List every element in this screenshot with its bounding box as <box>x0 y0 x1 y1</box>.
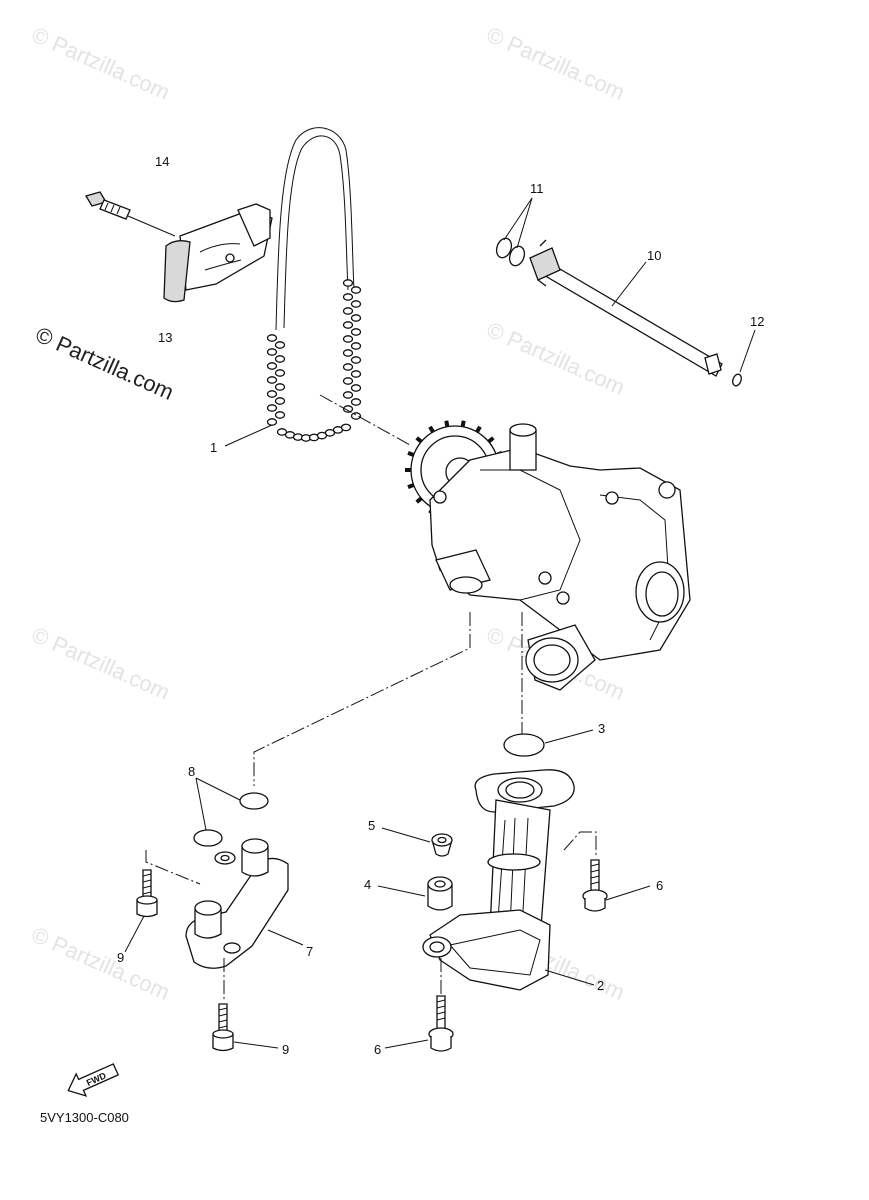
oil-strainer-2[interactable] <box>422 769 575 991</box>
sprocket-tooth <box>407 483 415 489</box>
callout-13[interactable]: 13 <box>158 330 172 345</box>
chain-link <box>274 369 286 377</box>
callout-1[interactable]: 1 <box>210 440 217 455</box>
chain-link <box>274 397 286 405</box>
callout-8[interactable]: 8 <box>188 764 195 779</box>
o-ring-3[interactable] <box>503 733 545 757</box>
cam-chain-1[interactable] <box>266 127 362 442</box>
chain-link <box>340 423 352 432</box>
chain-link <box>342 279 354 287</box>
watermark-main: © Partzilla.com <box>32 322 178 405</box>
watermark-faint: © Partzilla.com <box>28 22 174 105</box>
chain-link <box>266 418 278 426</box>
sprocket-tooth <box>475 425 482 433</box>
callout-9-lower[interactable]: 9 <box>282 1042 289 1057</box>
watermark-faint: © Partzilla.com <box>28 922 174 1005</box>
chain-links <box>266 279 362 442</box>
damper-4[interactable] <box>427 876 453 911</box>
chain-link <box>266 334 278 342</box>
chain-link <box>350 300 362 308</box>
callout-10[interactable]: 10 <box>647 248 661 263</box>
callout-6-right[interactable]: 6 <box>656 878 663 893</box>
o-rings-11[interactable] <box>494 236 527 268</box>
chain-link <box>266 362 278 370</box>
chain-link <box>266 390 278 398</box>
bolt-14[interactable] <box>85 191 131 220</box>
watermark-faint: © Partzilla.com <box>28 622 174 705</box>
oil-pump-assembly[interactable] <box>405 420 691 691</box>
bolt-9-lower[interactable] <box>212 1003 234 1052</box>
chain-link <box>350 370 362 378</box>
shaft-10[interactable] <box>529 239 723 377</box>
chain-link <box>342 405 354 413</box>
chain-link <box>342 349 354 357</box>
chain-link <box>266 404 278 412</box>
bolt-9-upper[interactable] <box>136 869 158 918</box>
chain-link <box>274 411 286 419</box>
chain-link <box>350 384 362 392</box>
callout-3[interactable]: 3 <box>598 721 605 736</box>
chain-link <box>266 348 278 356</box>
clip-12[interactable] <box>731 373 743 387</box>
chain-link <box>342 391 354 399</box>
chain-link <box>350 356 362 364</box>
callout-5[interactable]: 5 <box>368 818 375 833</box>
bolt-6-lower[interactable] <box>428 995 454 1052</box>
callout-7[interactable]: 7 <box>306 944 313 959</box>
chain-link <box>350 342 362 350</box>
sprocket-tooth <box>460 420 466 428</box>
chain-guide-13[interactable] <box>163 203 273 303</box>
sprocket-tooth <box>487 436 495 444</box>
callout-9-upper[interactable]: 9 <box>117 950 124 965</box>
fwd-arrow-icon: FWD <box>67 1063 120 1097</box>
o-rings-8[interactable] <box>193 792 269 847</box>
chain-link <box>324 428 336 437</box>
chain-link <box>274 355 286 363</box>
callout-14[interactable]: 14 <box>155 154 169 169</box>
callout-4[interactable]: 4 <box>364 877 371 892</box>
chain-link <box>274 341 286 349</box>
chain-link <box>274 383 286 391</box>
callout-6-lower[interactable]: 6 <box>374 1042 381 1057</box>
watermark-faint: © Partzilla.com <box>483 317 629 400</box>
sprocket-tooth <box>407 451 415 457</box>
callout-11[interactable]: 11 <box>530 181 544 196</box>
chain-link <box>350 314 362 322</box>
sprocket-tooth <box>415 436 423 444</box>
fwd-label: FWD <box>85 1070 108 1088</box>
chain-link <box>276 428 288 436</box>
chain-link <box>350 398 362 406</box>
chain-link <box>342 307 354 315</box>
collar-5[interactable] <box>431 833 453 857</box>
chain-link <box>342 363 354 371</box>
callout-12[interactable]: 12 <box>750 314 764 329</box>
sprocket-tooth <box>415 496 423 504</box>
chain-link <box>350 412 362 420</box>
sprocket-tooth <box>428 425 435 433</box>
chain-link <box>266 376 278 384</box>
joint-pipe-7[interactable] <box>185 838 289 969</box>
chain-link <box>342 377 354 385</box>
callout-2[interactable]: 2 <box>597 978 604 993</box>
chain-link <box>350 328 362 336</box>
bolt-6-right[interactable] <box>582 859 608 912</box>
diagram-code: 5VY1300-C080 <box>40 1110 129 1125</box>
watermark-faint: © Partzilla.com <box>483 22 629 105</box>
chain-link <box>342 293 354 301</box>
chain-link <box>342 321 354 329</box>
chain-link <box>350 286 362 294</box>
callout-labels: 14 13 1 11 10 12 3 8 5 4 6 7 9 2 6 9 <box>117 154 764 1057</box>
sprocket-tooth <box>444 420 450 428</box>
chain-link <box>342 335 354 343</box>
